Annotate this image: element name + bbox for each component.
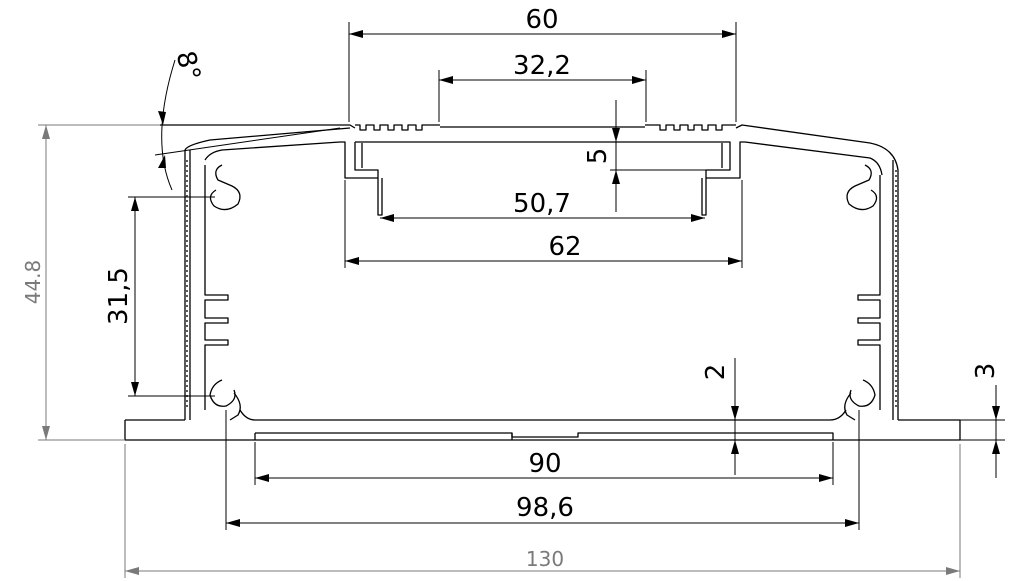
dimension-flange-thickness-label: 3 bbox=[971, 363, 1001, 380]
dimension-taper-angle: 8° bbox=[154, 48, 341, 191]
dimension-channel-outer-label: 62 bbox=[548, 232, 581, 262]
dimension-taper-angle-label: 8° bbox=[170, 48, 206, 84]
dimension-cover-thickness-label: 5 bbox=[583, 148, 613, 165]
dimension-base-thickness: 2 bbox=[701, 358, 760, 475]
dimension-inner-channel: 50,7 bbox=[380, 189, 705, 222]
dimension-side-height: 31,5 bbox=[104, 196, 215, 397]
dimension-cover-thickness: 5 bbox=[583, 100, 720, 212]
dimension-overall-height: 44.8 bbox=[21, 124, 160, 441]
dimension-base-plate-label: 90 bbox=[528, 449, 561, 479]
dimension-inner-width: 98,6 bbox=[225, 410, 860, 530]
dimension-inner-width-label: 98,6 bbox=[516, 493, 574, 523]
dimension-overall-width: 130 bbox=[124, 444, 961, 578]
dimension-base-plate: 90 bbox=[254, 442, 834, 485]
dimension-top-width-label: 60 bbox=[525, 5, 558, 35]
extrusion-profile bbox=[124, 124, 961, 441]
dimension-channel-outer: 62 bbox=[344, 180, 743, 268]
dimension-slot-width-label: 32,2 bbox=[513, 51, 571, 81]
dimension-inner-channel-label: 50,7 bbox=[513, 189, 571, 219]
dimension-base-thickness-label: 2 bbox=[701, 364, 731, 381]
dimension-top-width: 60 bbox=[348, 5, 737, 122]
dimension-slot-width: 32,2 bbox=[438, 51, 647, 122]
dimension-side-height-label: 31,5 bbox=[104, 267, 134, 325]
dimension-flange-thickness: 3 bbox=[960, 363, 1005, 478]
dimension-overall-width-label: 130 bbox=[526, 547, 564, 571]
dimension-overall-height-label: 44.8 bbox=[21, 260, 45, 305]
